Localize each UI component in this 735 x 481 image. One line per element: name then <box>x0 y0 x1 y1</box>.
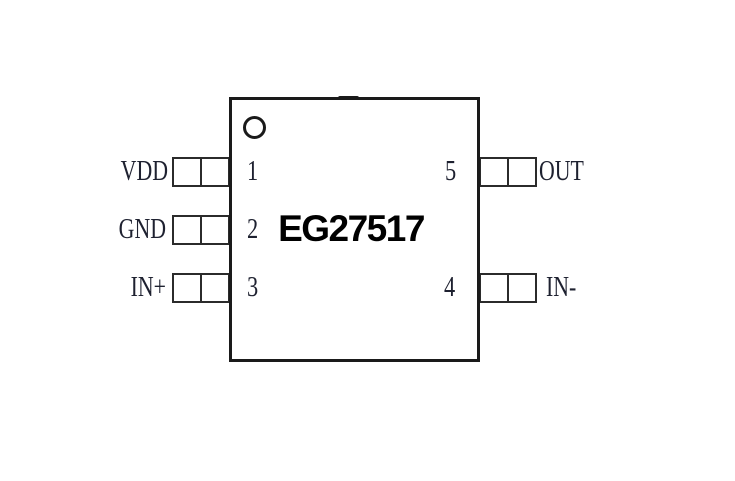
pin-divider <box>507 275 509 301</box>
pin-divider <box>507 159 509 185</box>
chip-body <box>229 97 480 362</box>
pin-number-2: 2 <box>247 214 259 245</box>
pin-label-in-minus: IN- <box>546 272 577 303</box>
pin-box-4 <box>479 273 537 303</box>
pin-divider <box>200 159 202 185</box>
pin-box-3 <box>172 273 230 303</box>
part-number: EG27517 <box>278 208 425 249</box>
pin-box-5 <box>479 157 537 187</box>
pin-number-4: 4 <box>444 272 456 303</box>
pin-number-1: 1 <box>247 156 259 187</box>
top-edge-mark <box>338 96 359 100</box>
pin-label-vdd: VDD <box>120 156 168 187</box>
pin-label-gnd: GND <box>118 214 166 245</box>
pin-number-3: 3 <box>247 272 259 303</box>
pin1-indicator-circle-icon <box>243 116 266 139</box>
pin-divider <box>200 217 202 243</box>
pin-number-5: 5 <box>445 156 457 187</box>
pin-divider <box>200 275 202 301</box>
pin-box-1 <box>172 157 230 187</box>
pin-label-out: OUT <box>539 156 584 187</box>
pin-box-2 <box>172 215 230 245</box>
pin-label-in-plus: IN+ <box>130 272 166 303</box>
